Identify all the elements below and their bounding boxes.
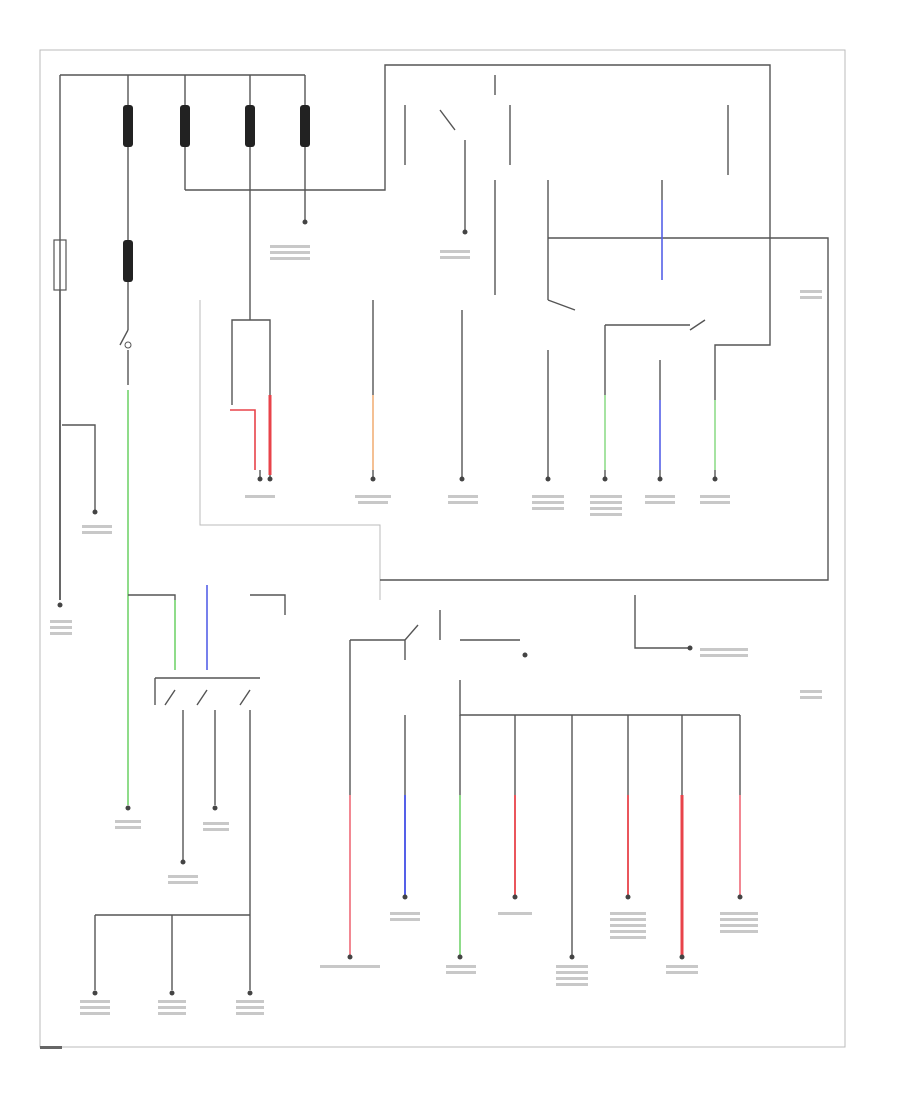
- fuse-bank: [59, 64, 771, 600]
- battery: [53, 239, 96, 600]
- fuse-4: [300, 105, 310, 147]
- lower-relay: [349, 595, 741, 795]
- mid-drops: [230, 300, 716, 480]
- illegible-labels: [50, 245, 822, 1015]
- lighting-relays: [547, 299, 771, 360]
- fuse-2: [180, 105, 190, 147]
- fuse-3: [245, 105, 255, 147]
- ignition-switch: [94, 594, 286, 990]
- fuse-1: [123, 105, 133, 147]
- bottom-drops: [349, 795, 741, 955]
- fuse-main: [123, 240, 133, 282]
- diagram-border: [39, 49, 846, 1048]
- footer-mark: [40, 1046, 62, 1049]
- wire-red-a: [230, 409, 256, 470]
- headlight-switch: [380, 75, 829, 581]
- connector-dots: [57, 219, 743, 996]
- main-relay: [119, 329, 132, 385]
